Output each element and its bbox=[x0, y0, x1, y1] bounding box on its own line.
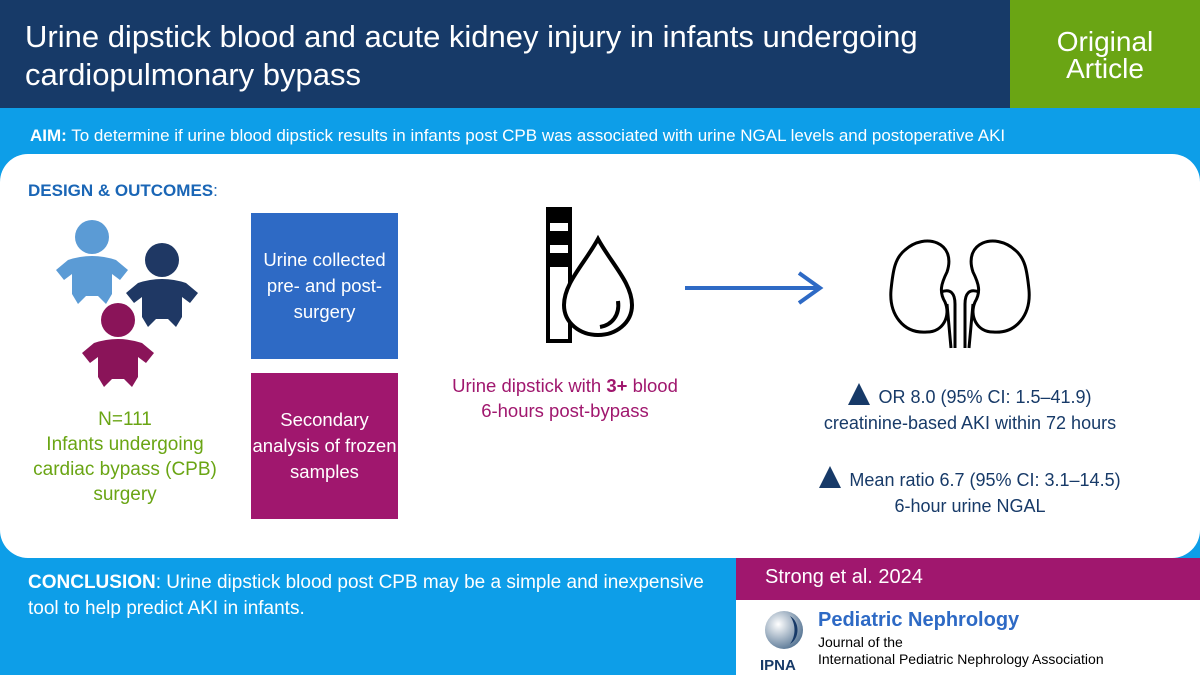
secondary-analysis-text: Secondary analysis of frozen samples bbox=[252, 409, 397, 482]
aim-statement: AIM: To determine if urine blood dipstic… bbox=[30, 126, 1190, 146]
urine-collected-text: Urine collected pre- and post-surgery bbox=[263, 249, 386, 322]
conclusion-text: : Urine dipstick blood post CPB may be a… bbox=[28, 572, 704, 619]
result-1-line-2: creatinine-based AKI within 72 hours bbox=[823, 413, 1117, 433]
design-outcomes-heading: DESIGN & OUTCOMES: bbox=[28, 181, 218, 201]
journal-subtitle-1: Journal of the bbox=[818, 634, 903, 650]
ipna-globe-icon: IPNA bbox=[760, 611, 803, 674]
dipstick-line-2: 6-hours post-bypass bbox=[481, 400, 649, 421]
journal-box bbox=[736, 600, 1200, 675]
arrow-right-icon bbox=[685, 271, 824, 305]
journal-name: Pediatric Nephrology bbox=[818, 609, 1020, 631]
cohort-n: N=111 bbox=[98, 409, 152, 430]
dipstick-prefix: Urine dipstick with bbox=[452, 375, 607, 396]
result-2-line-2: 6-hour urine NGAL bbox=[894, 496, 1046, 516]
journal-subtitle-2: International Pediatric Nephrology Assoc… bbox=[818, 651, 1104, 667]
dipstick-icon bbox=[546, 207, 572, 343]
aim-text: To determine if urine blood dipstick res… bbox=[71, 126, 1006, 145]
dipstick-illustration bbox=[546, 207, 635, 343]
dipstick-highlight: 3+ bbox=[606, 375, 628, 396]
dipstick-suffix: blood bbox=[627, 375, 678, 396]
citation-band bbox=[736, 558, 1200, 600]
result-2-value: Mean ratio 6.7 (95% CI: 3.1–14.5) bbox=[849, 470, 1121, 490]
header-banner bbox=[0, 0, 1010, 108]
infant-icon bbox=[56, 220, 128, 304]
secondary-analysis-box: Secondary analysis of frozen samples bbox=[251, 373, 398, 519]
badge-line-2: Article bbox=[1066, 53, 1144, 84]
result-2-line-1: Mean ratio 6.7 (95% CI: 3.1–14.5) bbox=[760, 466, 1180, 493]
result-ngal-ratio: Mean ratio 6.7 (95% CI: 3.1–14.5) 6-hour… bbox=[760, 466, 1180, 519]
cohort-text: Infants undergoing cardiac bypass (CPB) … bbox=[33, 434, 217, 505]
ipna-logo-text: IPNA bbox=[760, 657, 796, 674]
dipstick-finding: Urine dipstick with 3+ blood 6-hours pos… bbox=[420, 373, 710, 423]
design-panel bbox=[0, 154, 1200, 558]
kidneys-icon bbox=[889, 239, 1031, 349]
article-type-badge: Original Article bbox=[1010, 0, 1200, 108]
result-aki-odds-ratio: OR 8.0 (95% CI: 1.5–41.9) creatinine-bas… bbox=[760, 383, 1180, 436]
design-label-colon: : bbox=[213, 181, 218, 200]
infants-illustration bbox=[56, 220, 198, 387]
aim-label: AIM: bbox=[30, 126, 67, 145]
urine-collected-box: Urine collected pre- and post-surgery bbox=[251, 213, 398, 359]
badge-line-1: Original bbox=[1056, 26, 1154, 57]
conclusion-statement: CONCLUSION: Urine dipstick blood post CP… bbox=[28, 570, 728, 622]
dipstick-line-1: Urine dipstick with 3+ blood bbox=[420, 373, 710, 398]
result-1-value: OR 8.0 (95% CI: 1.5–41.9) bbox=[878, 387, 1092, 407]
page-title: Urine dipstick blood and acute kidney in… bbox=[25, 19, 918, 92]
infant-icon bbox=[82, 303, 154, 387]
conclusion-label: CONCLUSION bbox=[28, 572, 156, 593]
blood-drop-icon bbox=[561, 234, 635, 338]
aim-band bbox=[0, 112, 1200, 160]
result-1-line-1: OR 8.0 (95% CI: 1.5–41.9) bbox=[760, 383, 1180, 410]
triangle-up-icon bbox=[819, 466, 842, 488]
triangle-up-icon bbox=[848, 383, 871, 405]
infant-icon bbox=[126, 243, 198, 327]
design-label-text: DESIGN & OUTCOMES bbox=[28, 181, 214, 200]
cohort-description: N=111 Infants undergoing cardiac bypass … bbox=[30, 407, 220, 507]
citation: Strong et al. 2024 bbox=[765, 566, 923, 588]
